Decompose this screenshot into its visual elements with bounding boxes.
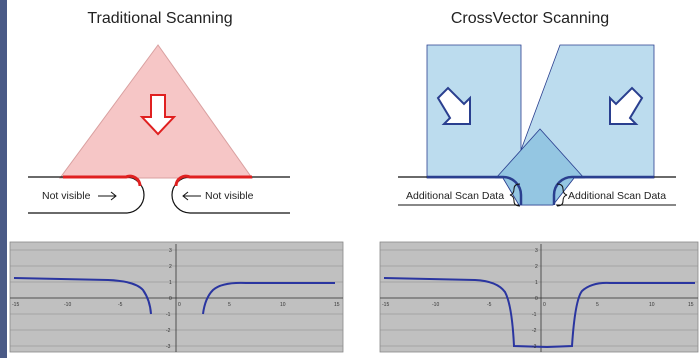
brace-right-icon: [556, 183, 568, 207]
plot-area: [9, 241, 344, 353]
svg-text:-15: -15: [382, 302, 389, 308]
traditional-scanning-title: Traditional Scanning: [87, 10, 233, 27]
scanned-surface-right: [552, 175, 654, 205]
y-tick-labels: 3 2 1 0 -1 -2 -3: [532, 248, 538, 350]
svg-text:-15: -15: [12, 302, 19, 308]
svg-text:-5: -5: [118, 302, 123, 308]
traditional-profile-plot: -15 -10 -5 0 5 10 15 3 2 1 0 -1 -2 -3: [9, 241, 344, 353]
svg-text:-5: -5: [487, 302, 492, 308]
crossvector-scanning-title: CrossVector Scanning: [450, 10, 610, 27]
svg-text:5: 5: [596, 302, 599, 308]
svg-text:10: 10: [280, 302, 286, 308]
visible-surface-left: [63, 174, 142, 187]
svg-text:-10: -10: [432, 302, 439, 308]
additional-scan-label-left: Additional Scan Data: [406, 190, 504, 202]
svg-text:10: 10: [649, 302, 655, 308]
crossvector-profile-plot: -15 -10 -5 0 5 10 15 3 2 1 0 -1 -2 -3: [379, 241, 699, 353]
diagonal-down-right-arrow-icon: [436, 86, 471, 125]
svg-text:-3: -3: [166, 344, 171, 350]
additional-scan-label-right: Additional Scan Data: [568, 190, 666, 202]
svg-text:-10: -10: [64, 302, 71, 308]
svg-text:2: 2: [169, 264, 172, 270]
svg-text:3: 3: [535, 248, 538, 254]
not-visible-label-left: Not visible: [42, 190, 91, 202]
crossvector-diagram: Additional Scan Data Additional Scan Dat…: [398, 44, 676, 207]
svg-text:15: 15: [688, 302, 694, 308]
visible-surface-right: [174, 174, 252, 187]
profile-curve-right: [202, 281, 335, 315]
x-tick-labels: -15 -10 -5 0 5 10 15: [12, 302, 340, 308]
brace-left-icon: [509, 183, 521, 207]
profile-curve: [383, 277, 695, 349]
svg-text:-1: -1: [166, 312, 171, 318]
arrowhead-icon: [110, 191, 117, 201]
svg-text:-3: -3: [532, 344, 537, 350]
svg-text:0: 0: [535, 296, 538, 302]
not-visible-label-right: Not visible: [205, 190, 254, 202]
scanned-surface-left: [427, 175, 523, 205]
svg-text:0: 0: [543, 302, 546, 308]
diagonal-down-left-arrow-icon: [609, 86, 644, 125]
groove-left: [28, 176, 145, 214]
left-accent-bar: [0, 0, 7, 358]
svg-text:15: 15: [334, 302, 340, 308]
traditional-diagram: Not visible Not visible: [28, 44, 290, 214]
x-tick-labels: -15 -10 -5 0 5 10 15: [382, 302, 694, 308]
down-arrow-icon: [139, 94, 177, 136]
svg-text:0: 0: [169, 296, 172, 302]
svg-text:2: 2: [535, 264, 538, 270]
svg-text:1: 1: [169, 280, 172, 286]
plot-area: [379, 241, 699, 353]
svg-text:-1: -1: [532, 312, 537, 318]
svg-text:-2: -2: [532, 328, 537, 334]
svg-text:0: 0: [178, 302, 181, 308]
groove-right: [171, 176, 290, 214]
svg-text:5: 5: [228, 302, 231, 308]
svg-text:3: 3: [169, 248, 172, 254]
svg-text:1: 1: [535, 280, 538, 286]
arrowhead-icon: [182, 191, 189, 201]
svg-text:-2: -2: [166, 328, 171, 334]
profile-curve-left: [13, 277, 152, 315]
y-tick-labels: 3 2 1 0 -1 -2 -3: [166, 248, 172, 350]
